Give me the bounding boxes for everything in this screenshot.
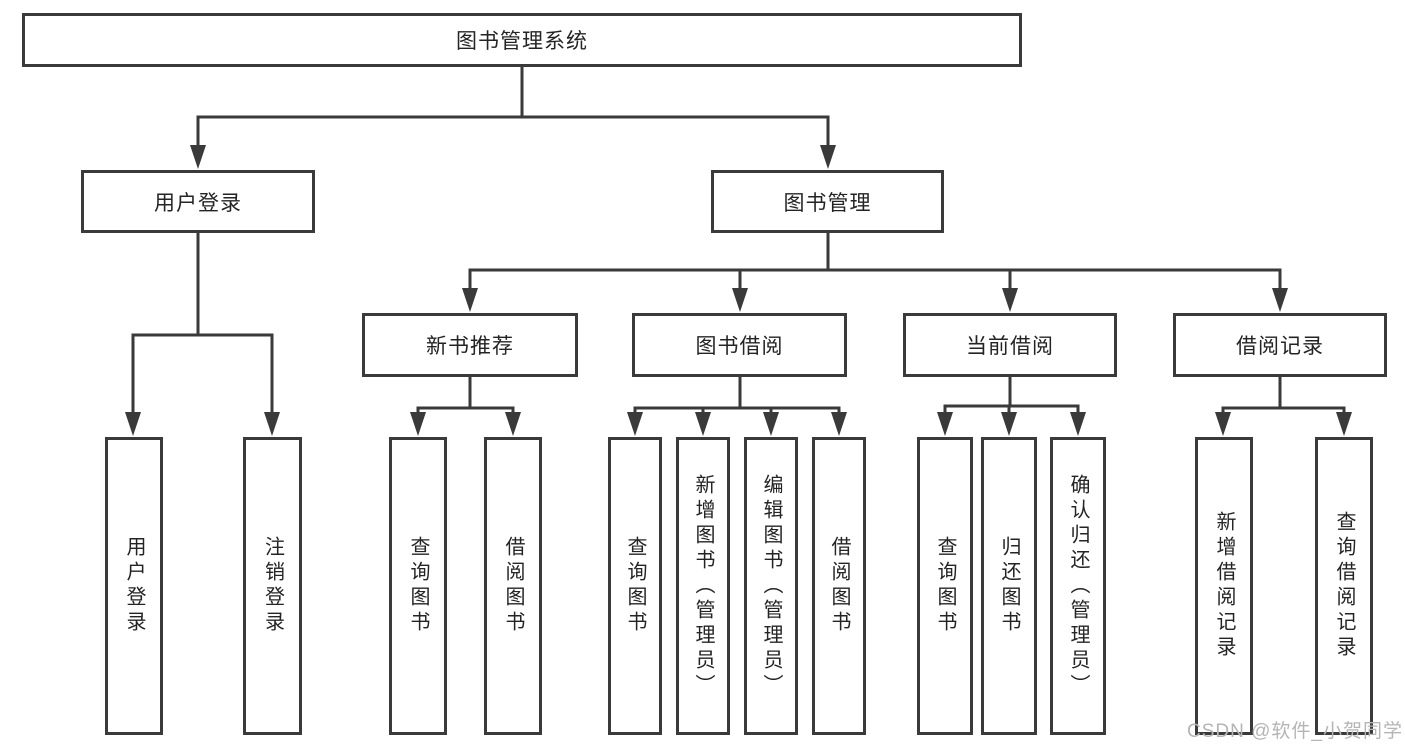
arrowhead — [937, 412, 953, 436]
leaf-borrow-books: 借阅图书 — [812, 437, 866, 735]
node-label: 确认归还（管理员） — [1067, 473, 1089, 699]
arrowhead — [410, 412, 426, 436]
node-label: 查询图书 — [407, 536, 429, 636]
arrowhead — [732, 288, 748, 312]
node-label: 借阅图书 — [828, 536, 850, 636]
connector-book-management-split — [468, 233, 1282, 290]
connector-new-book-split — [416, 377, 515, 416]
arrowhead — [763, 412, 779, 436]
node-label: 借阅记录 — [1236, 335, 1324, 358]
connector-book-borrow-split — [633, 377, 841, 416]
node-label: 查询借阅记录 — [1333, 511, 1355, 661]
arrowhead — [1336, 412, 1352, 436]
leaf-confirm-return-admin: 确认归还（管理员） — [1050, 437, 1106, 735]
node-borrow-records: 借阅记录 — [1173, 313, 1387, 377]
leaf-return-books: 归还图书 — [981, 437, 1037, 735]
node-label: 当前借阅 — [966, 335, 1054, 358]
leaf-user-login: 用户登录 — [105, 437, 163, 735]
arrowhead — [820, 145, 836, 169]
leaf-logout: 注销登录 — [243, 437, 302, 735]
node-label: 新增图书（管理员） — [692, 473, 714, 699]
arrowhead — [627, 412, 643, 436]
node-new-book-recommend: 新书推荐 — [362, 313, 578, 377]
node-library-management-system: 图书管理系统 — [22, 13, 1022, 67]
node-label: 归还图书 — [998, 536, 1020, 636]
arrowhead — [505, 412, 521, 436]
arrowhead — [695, 412, 711, 436]
leaf-query-books-borrow: 查询图书 — [608, 437, 662, 735]
node-current-borrow: 当前借阅 — [903, 313, 1117, 377]
connector-borrow-record-split — [1221, 377, 1346, 416]
node-label: 注销登录 — [261, 536, 284, 636]
arrowhead — [264, 412, 280, 436]
arrowhead — [1002, 288, 1018, 312]
node-label: 查询图书 — [934, 536, 956, 636]
watermark: CSDN @软件_小贺同学 — [1187, 721, 1403, 742]
node-label: 借阅图书 — [502, 536, 524, 636]
node-label: 新书推荐 — [426, 335, 514, 358]
connector-user-login-split — [131, 233, 274, 416]
node-user-login: 用户登录 — [81, 170, 315, 233]
leaf-add-book-admin: 新增图书（管理员） — [676, 437, 730, 735]
arrowhead — [1070, 412, 1086, 436]
arrowhead — [831, 412, 847, 436]
node-book-management: 图书管理 — [711, 170, 944, 233]
leaf-query-books-current: 查询图书 — [917, 437, 973, 735]
leaf-query-borrow-record: 查询借阅记录 — [1315, 437, 1373, 735]
connector-root-split — [196, 67, 830, 147]
arrowhead — [125, 412, 141, 436]
connector-current-borrow-split — [943, 377, 1080, 416]
node-book-borrow: 图书借阅 — [632, 313, 847, 377]
arrowhead — [190, 145, 206, 169]
node-label: 图书借阅 — [695, 335, 784, 358]
node-label: 图书管理系统 — [456, 30, 588, 53]
node-label: 编辑图书（管理员） — [760, 473, 782, 699]
arrowhead — [462, 288, 478, 312]
arrowhead — [1272, 288, 1288, 312]
node-label: 查询图书 — [624, 536, 646, 636]
leaf-borrow-books-recommend: 借阅图书 — [484, 437, 542, 735]
node-label: 用户登录 — [154, 191, 242, 215]
arrowhead — [1001, 412, 1017, 436]
leaf-edit-book-admin: 编辑图书（管理员） — [744, 437, 798, 735]
leaf-query-books-recommend: 查询图书 — [389, 437, 447, 735]
node-label: 图书管理 — [783, 191, 872, 215]
arrowhead — [1215, 412, 1231, 436]
node-label: 新增借阅记录 — [1213, 511, 1235, 661]
node-label: 用户登录 — [123, 536, 145, 636]
leaf-add-borrow-record: 新增借阅记录 — [1195, 437, 1253, 735]
